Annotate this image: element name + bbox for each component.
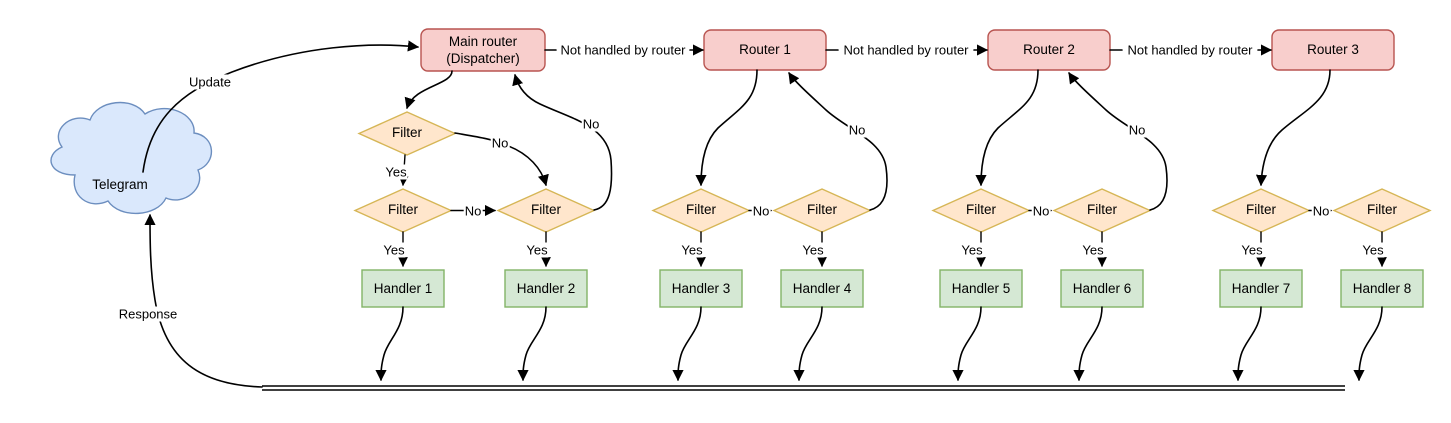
edge-label-no-a2-a3: No [463, 203, 483, 219]
filter-c2-shape[interactable] [1052, 188, 1152, 233]
edge-filter-a3-no-mainrouter [512, 73, 613, 211]
edge-label-no-a3-router: No [581, 116, 601, 132]
filter-a3-shape[interactable] [496, 188, 596, 233]
edge-label-update: Update [188, 74, 232, 90]
edge-label-no-b1-b2: No [751, 203, 771, 219]
edge-handler-2-to-bar [517, 306, 547, 382]
handler-1-shape[interactable] [361, 269, 445, 308]
edge-label-no-c2-router: No [1127, 122, 1147, 138]
router-3-shape[interactable] [1271, 29, 1395, 71]
edge-label-yes-a1: Yes [384, 164, 408, 180]
edge-label-yes-c2: Yes [1081, 242, 1105, 258]
edge-update [142, 40, 420, 173]
edge-handler-7-to-bar [1232, 306, 1262, 382]
edge-router3-to-filter-d1 [1255, 69, 1331, 187]
edge-router2-to-filter-c1 [975, 69, 1039, 187]
filter-d1-shape[interactable] [1211, 188, 1311, 233]
edge-label-no-a1-a3: No [490, 135, 510, 151]
edge-label-yes-b2: Yes [801, 242, 825, 258]
main-router-shape[interactable] [420, 28, 546, 72]
filter-b1-shape[interactable] [651, 188, 751, 233]
edge-handler-4-to-bar [793, 306, 823, 382]
handler-6-shape[interactable] [1060, 269, 1144, 308]
edge-filter-b2-no-router1 [788, 72, 888, 211]
edge-label-yes-d1: Yes [1240, 242, 1264, 258]
edge-label-yes-b1: Yes [680, 242, 704, 258]
edge-handler-3-to-bar [672, 306, 702, 382]
handler-8-shape[interactable] [1340, 269, 1424, 308]
edge-label-no-b2-router: No [847, 122, 867, 138]
handler-5-shape[interactable] [939, 269, 1023, 308]
edge-label-response: Response [117, 306, 179, 322]
edge-router1-to-filter-b1 [695, 69, 758, 187]
handler-2-shape[interactable] [504, 269, 588, 308]
router-1-shape[interactable] [703, 29, 827, 71]
filter-a2-shape[interactable] [353, 188, 453, 233]
edge-handler-6-to-bar [1073, 306, 1103, 382]
edge-label-yes-c1: Yes [960, 242, 984, 258]
edge-label-not-handled-3: Not handled by router [1126, 42, 1254, 58]
edge-label-not-handled-2: Not handled by router [842, 42, 970, 58]
handler-3-shape[interactable] [659, 269, 743, 308]
edge-handler-8-to-bar [1353, 306, 1383, 382]
edge-label-no-d1-d2: No [1311, 203, 1331, 219]
filter-b2-shape[interactable] [772, 188, 872, 233]
filter-d2-shape[interactable] [1332, 188, 1432, 233]
handler-7-shape[interactable] [1219, 269, 1303, 308]
filter-c1-shape[interactable] [931, 188, 1031, 233]
edge-label-no-c1-c2: No [1031, 203, 1051, 219]
edge-filter-c2-no-router2 [1068, 72, 1168, 211]
edge-label-yes-a3: Yes [525, 242, 549, 258]
edge-handler-5-to-bar [952, 306, 982, 382]
edge-label-yes-a2: Yes [382, 242, 406, 258]
edge-response [144, 213, 263, 388]
telegram-cloud-shape[interactable] [50, 101, 213, 215]
edge-label-not-handled-1: Not handled by router [559, 42, 687, 58]
edge-label-yes-d2: Yes [1361, 242, 1385, 258]
router-2-shape[interactable] [987, 29, 1111, 71]
handler-4-shape[interactable] [780, 269, 864, 308]
edge-mainrouter-to-filter-a1 [404, 70, 453, 110]
edge-handler-1-to-bar [375, 306, 404, 382]
filter-a1-shape[interactable] [357, 111, 457, 156]
